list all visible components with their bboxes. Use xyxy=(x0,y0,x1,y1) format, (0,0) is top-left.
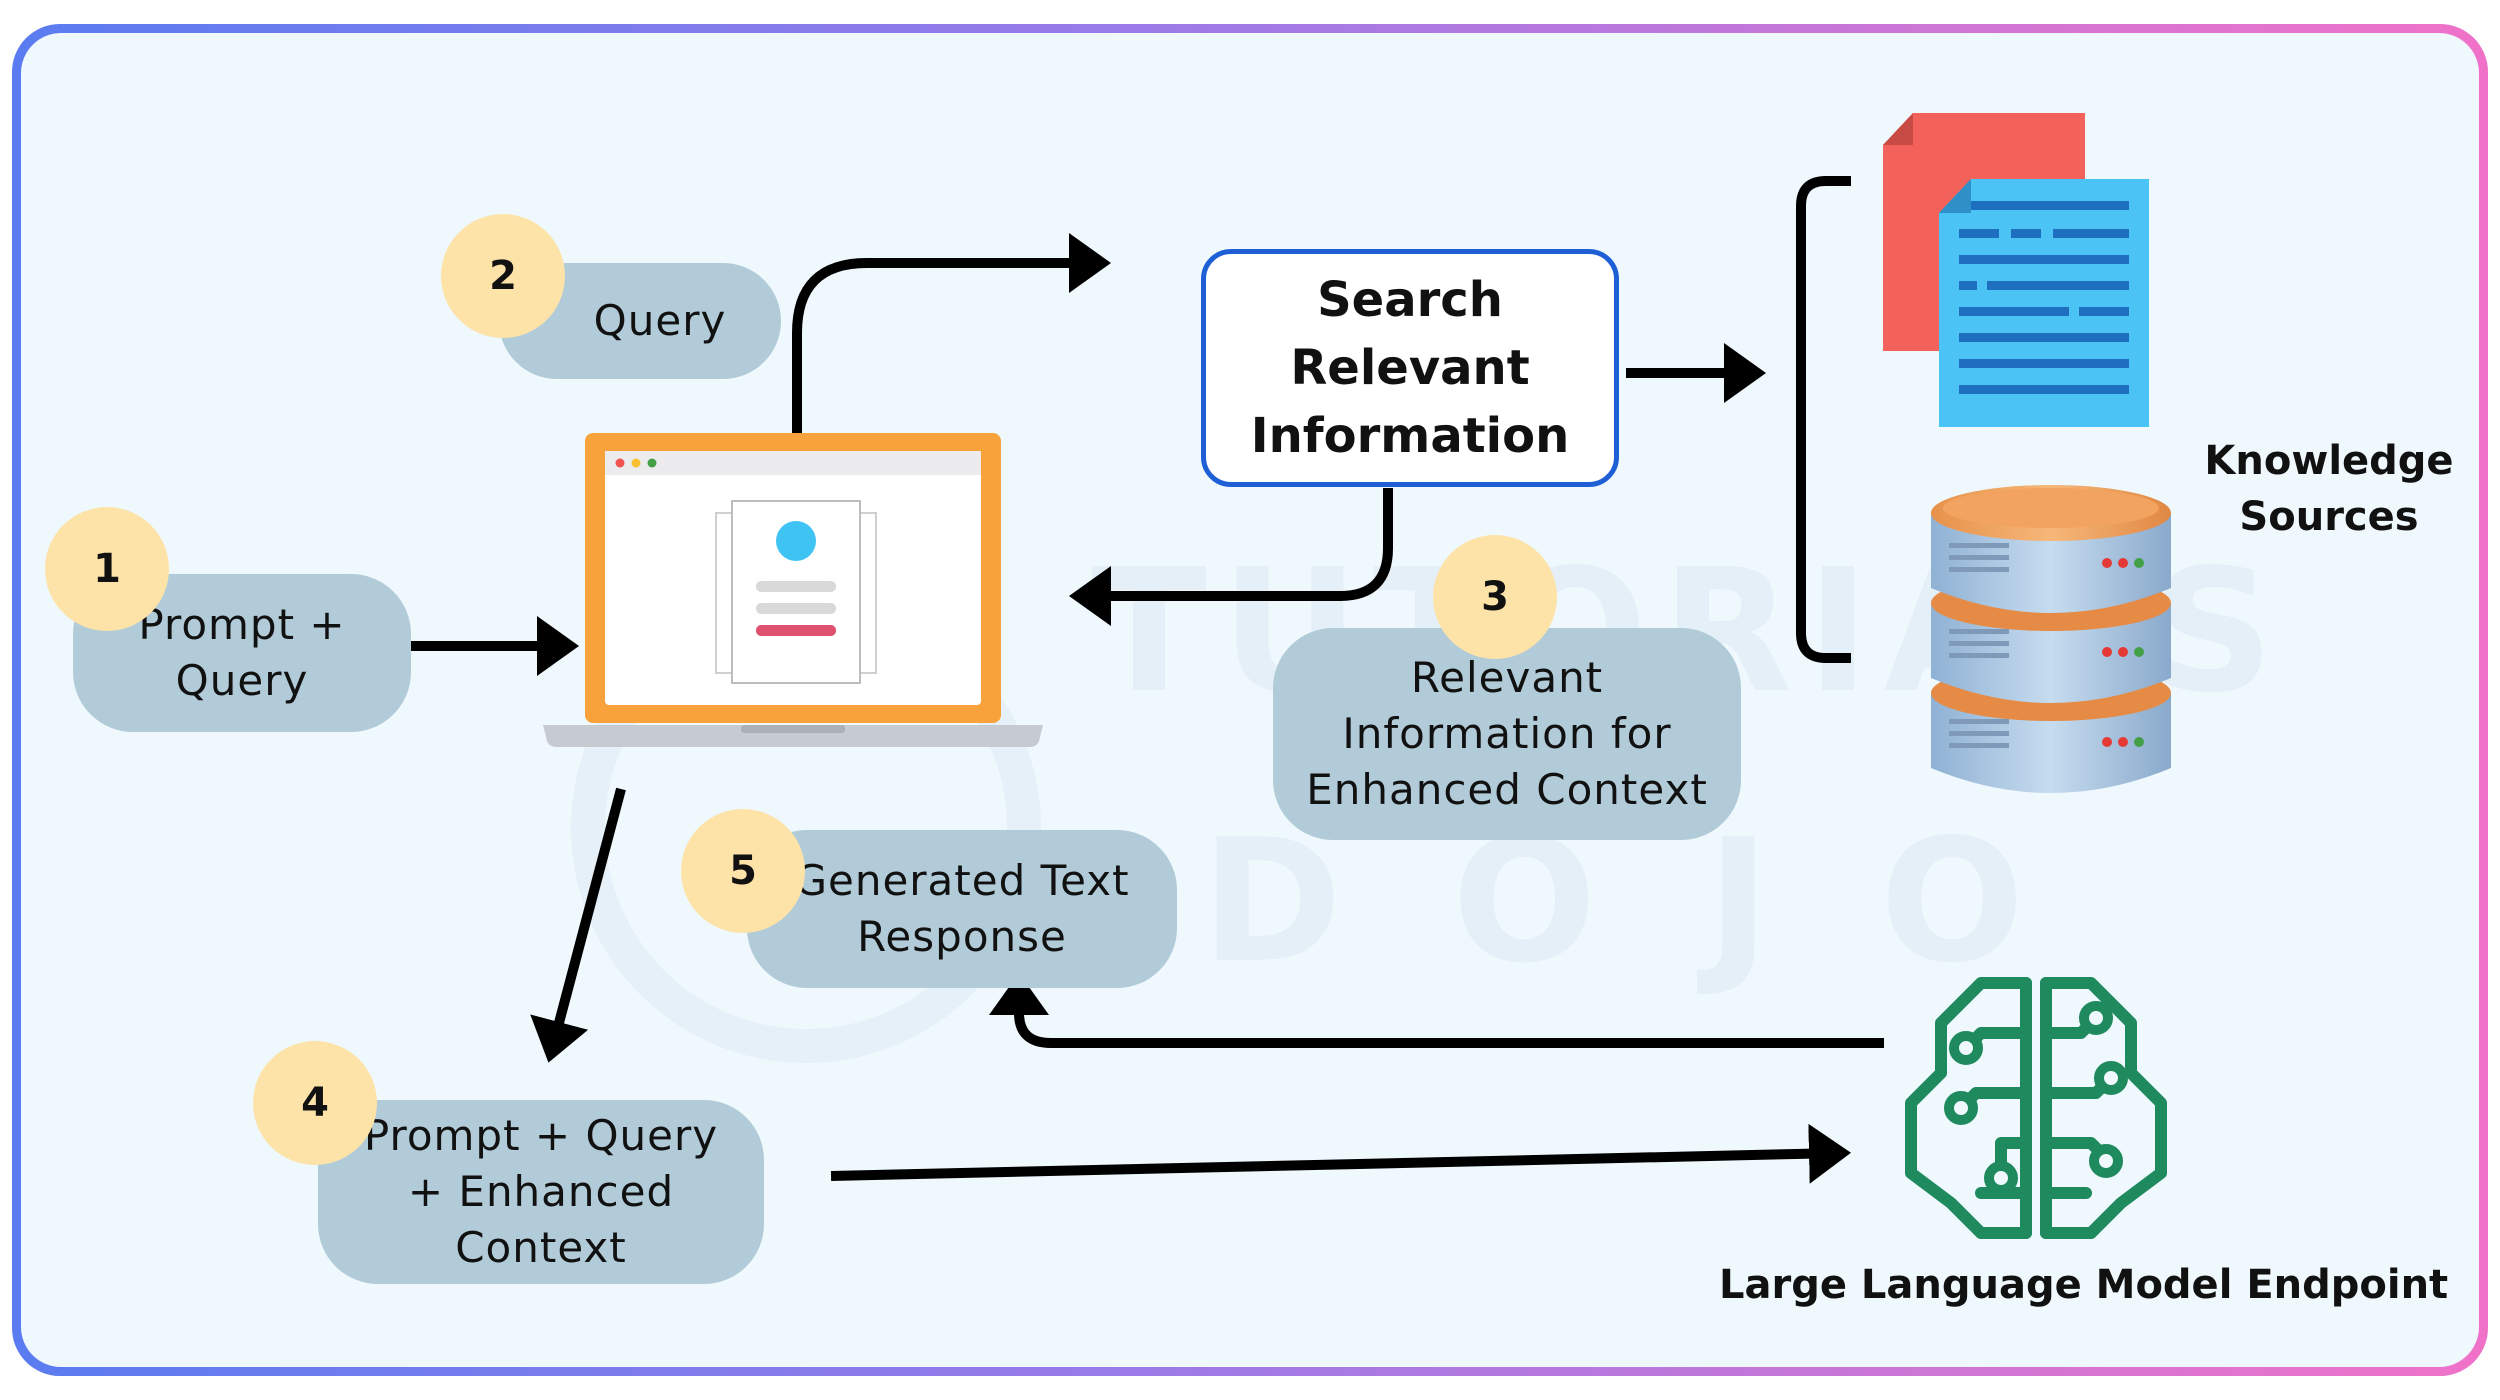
arrow-llm-to-response xyxy=(989,973,1884,1048)
step-1-label: Prompt + Query xyxy=(138,600,346,705)
step-4-pill: Prompt + Query + Enhanced Context xyxy=(318,1100,764,1284)
diagram-canvas: TUTORIALS DOJO xyxy=(21,33,2479,1367)
arrow-laptop-to-enhanced xyxy=(530,787,626,1063)
knowledge-sources-line-2: Sources xyxy=(2239,494,2419,540)
llm-endpoint-label: Large Language Model Endpoint xyxy=(1719,1262,2449,1308)
database-icon xyxy=(1931,485,2171,793)
knowledge-bracket xyxy=(1796,176,1851,663)
step-4-label: Prompt + Query + Enhanced Context xyxy=(363,1111,719,1272)
laptop-icon xyxy=(543,433,1043,747)
step-4-badge: 4 xyxy=(253,1041,377,1165)
step-1-badge: 1 xyxy=(45,507,169,631)
knowledge-sources-label: Knowledge Sources xyxy=(2189,433,2469,545)
diagram-frame: TUTORIALS DOJO xyxy=(12,24,2488,1376)
arrow-search-to-laptop xyxy=(1069,488,1393,626)
search-box-line-3: Information xyxy=(1250,408,1570,464)
step-3-label: Relevant Information for Enhanced Contex… xyxy=(1306,653,1708,814)
step-5-badge: 5 xyxy=(681,809,805,933)
search-box-line-2: Relevant xyxy=(1290,340,1530,396)
llm-brain-icon xyxy=(1905,977,2167,1239)
search-box-line-1: Search xyxy=(1317,272,1503,328)
arrow-laptop-to-search xyxy=(792,233,1111,445)
step-2-label: Query xyxy=(593,296,727,345)
knowledge-sources-line-1: Knowledge xyxy=(2204,438,2454,484)
step-3-pill: Relevant Information for Enhanced Contex… xyxy=(1273,628,1741,840)
connector-layer xyxy=(409,176,1884,1184)
documents-icon xyxy=(1883,113,2149,427)
search-relevant-information-box: Search Relevant Information xyxy=(1201,249,1619,487)
arrow-enhanced-to-llm xyxy=(830,1123,1851,1184)
step-5-pill: Generated Text Response xyxy=(747,830,1177,988)
step-2-badge: 2 xyxy=(441,214,565,338)
step-3-badge: 3 xyxy=(1433,535,1557,659)
step-5-label: Generated Text Response xyxy=(794,856,1130,961)
